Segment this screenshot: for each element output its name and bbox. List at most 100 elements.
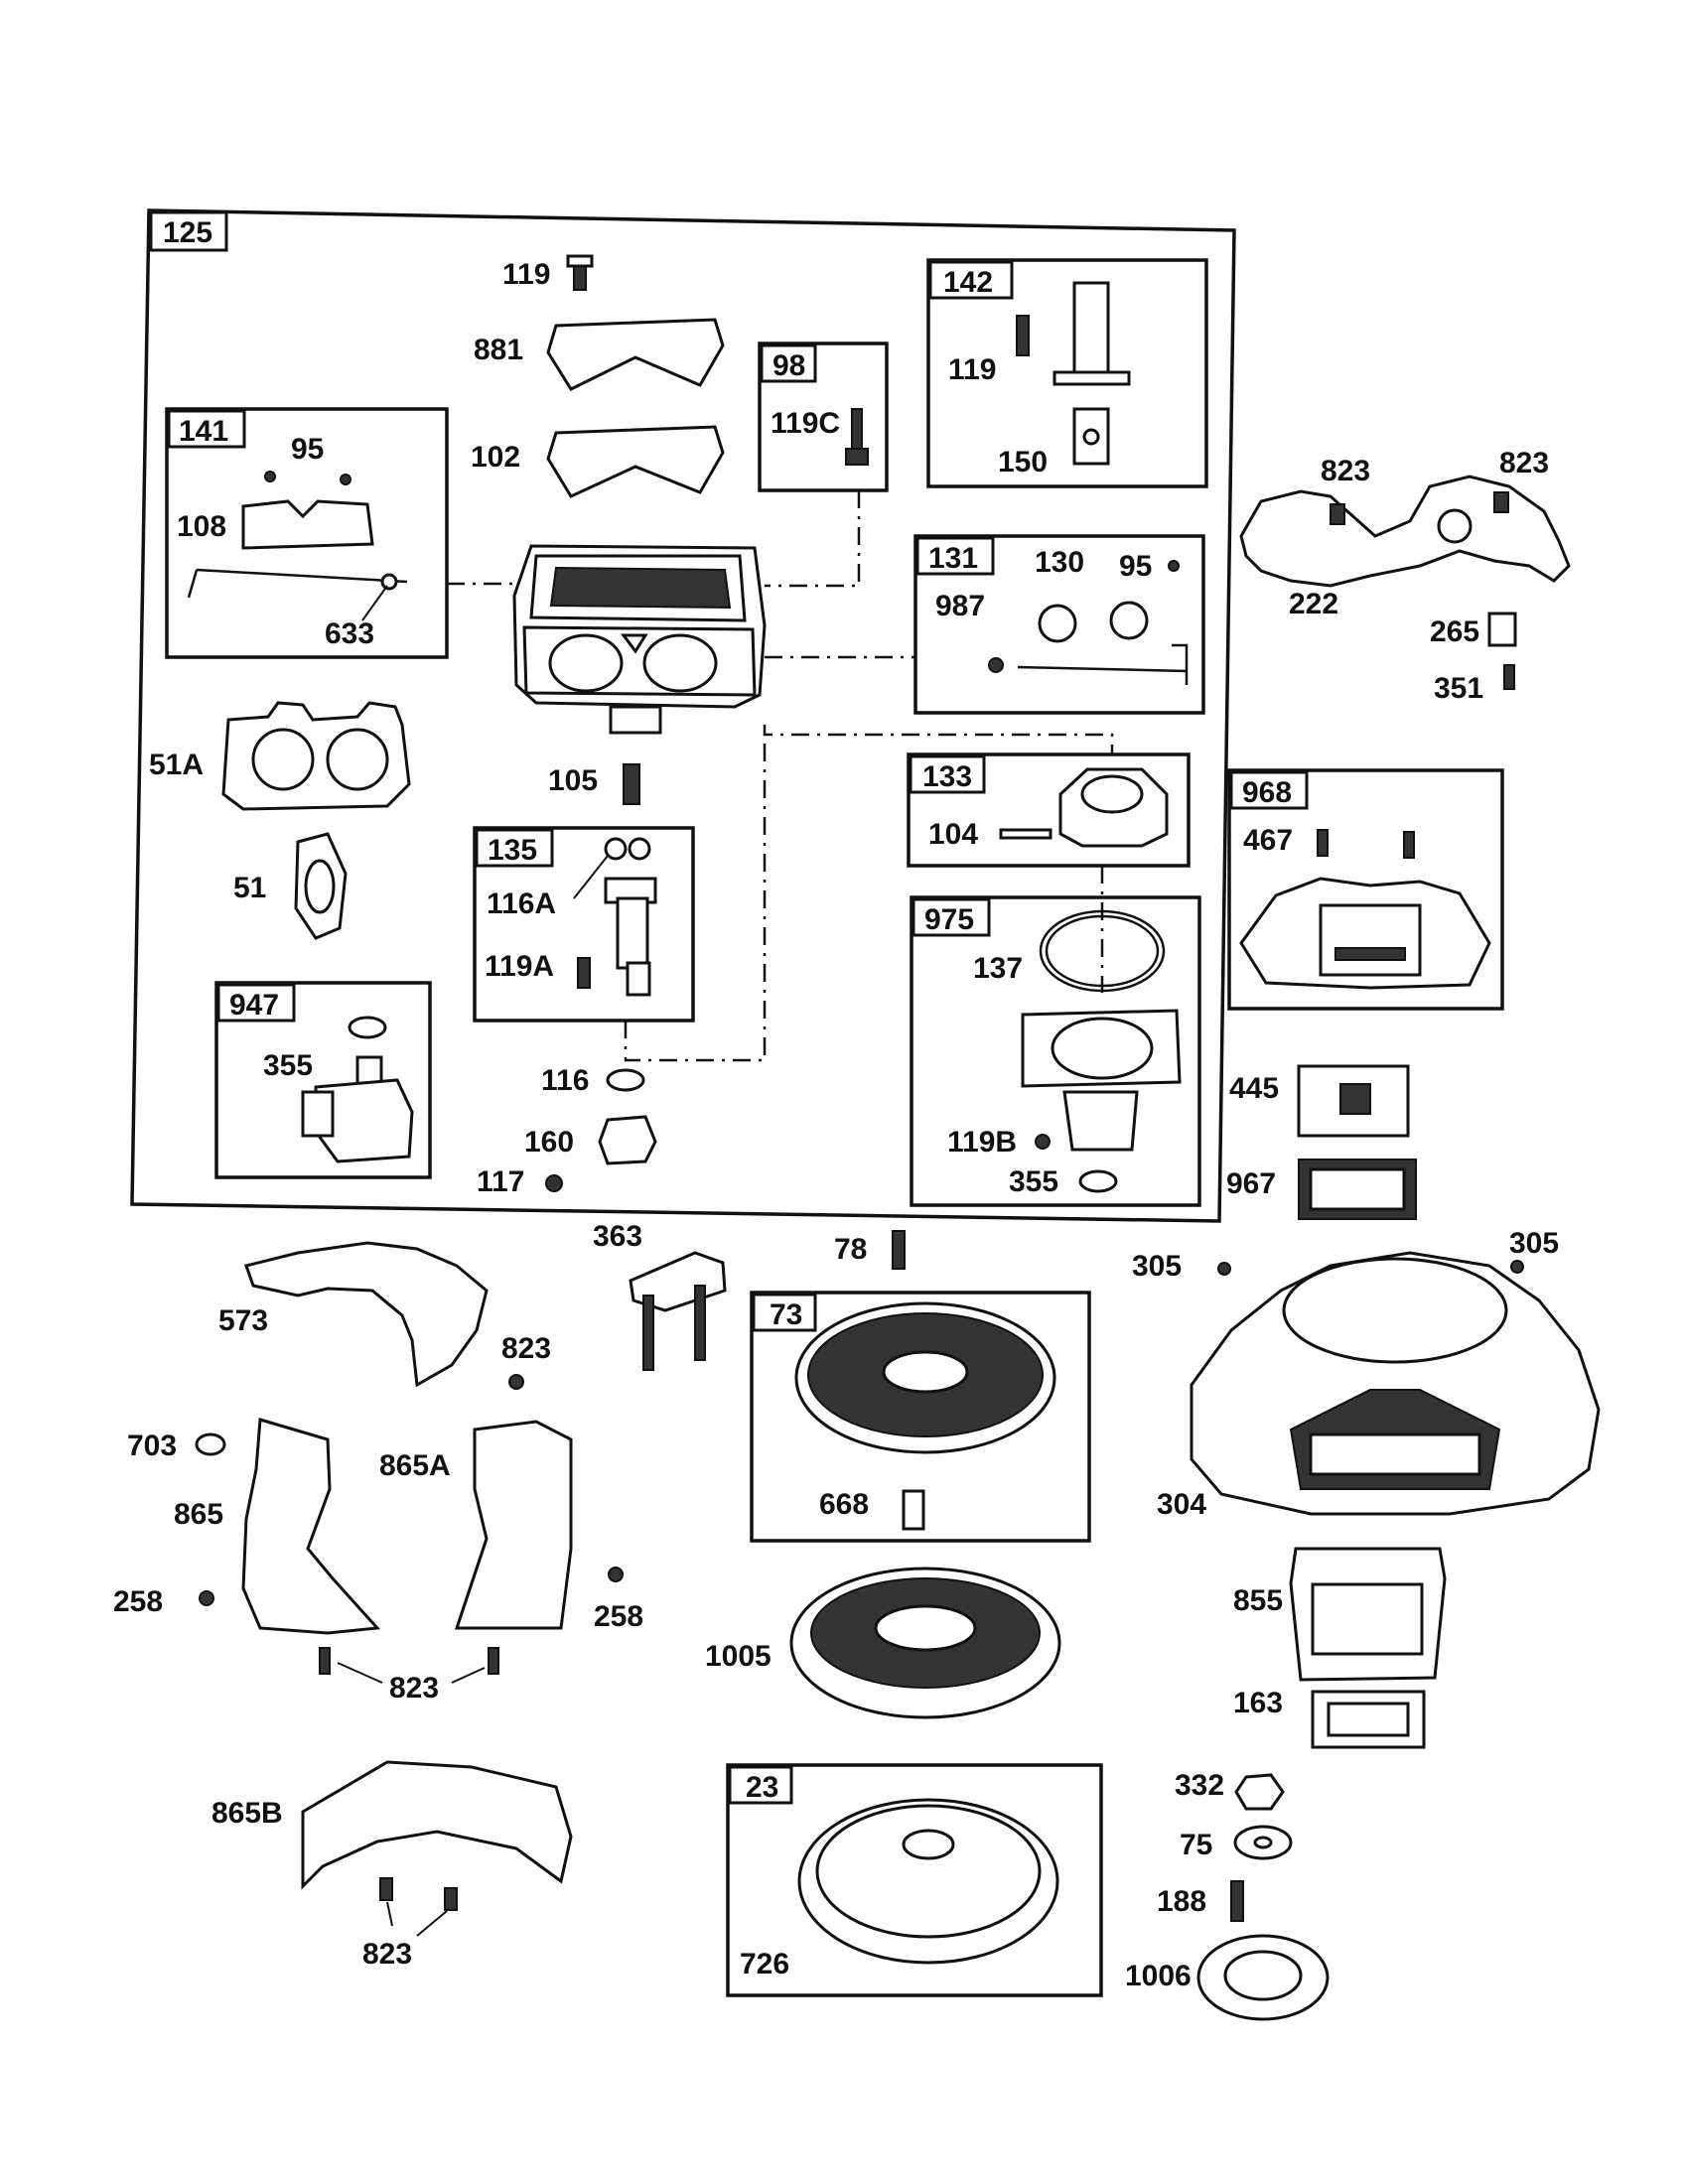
gasket-51A [221,701,411,811]
label-116: 116 [541,1064,589,1097]
nut-332 [1234,1773,1285,1811]
label-78: 78 [834,1233,867,1266]
group-73: 73 668 [750,1291,1091,1543]
decal-967 [1298,1159,1417,1220]
label-881: 881 [474,334,523,366]
group-label-142: 142 [943,266,993,299]
needle-105 [623,763,640,805]
bracket-222 [1239,475,1571,588]
label-150: 150 [998,446,1048,478]
label-95-141: 95 [291,433,324,466]
label-119C: 119C [771,407,840,440]
label-1005: 1005 [705,1640,772,1673]
cup-1006 [1196,1934,1330,2021]
group-label-133: 133 [922,760,972,793]
fan-1005 [789,1567,1061,1719]
label-355-975: 355 [1009,1165,1058,1198]
gasket-881 [546,318,725,391]
label-222: 222 [1289,588,1338,620]
label-823-b: 823 [1499,447,1549,479]
label-823-d: 823 [389,1672,439,1705]
label-668: 668 [819,1488,869,1521]
group-label-947: 947 [229,989,279,1022]
shield-865 [241,1418,381,1635]
label-105: 105 [548,764,598,797]
label-445: 445 [1229,1072,1279,1105]
label-865: 865 [174,1498,223,1531]
part-265 [1487,612,1517,647]
group-947: 947 355 [214,981,432,1179]
label-1006: 1006 [1125,1960,1192,1992]
label-467: 467 [1243,824,1293,857]
label-163: 163 [1233,1687,1283,1719]
filter-445 [1297,1064,1410,1138]
label-258-a: 258 [113,1585,163,1618]
part-855 [1289,1547,1447,1682]
group-label-73: 73 [770,1298,802,1331]
label-363: 363 [593,1220,642,1253]
label-119A: 119A [485,950,554,983]
label-108: 108 [177,510,226,543]
label-305-b: 305 [1509,1227,1559,1260]
label-130: 130 [1035,546,1084,579]
group-label-968: 968 [1242,776,1292,809]
shield-865B [301,1760,573,1890]
group-label-975: 975 [924,903,974,936]
bolt-188 [1230,1880,1244,1922]
group-label-141: 141 [179,415,228,448]
washer-116 [606,1068,645,1092]
screw-351 [1503,664,1515,690]
group-142: 142 119 150 [926,258,1208,488]
label-823-a: 823 [1321,455,1370,487]
label-351: 351 [1434,672,1483,705]
label-117: 117 [477,1165,524,1198]
label-104: 104 [928,818,978,851]
screw-119 [566,254,594,291]
shield-865A [454,1420,573,1630]
group-135: 135 116A 119A [473,826,695,1023]
group-131: 131 130 95 987 [913,534,1205,715]
label-823-e: 823 [362,1938,412,1971]
label-332: 332 [1175,1769,1224,1802]
label-160: 160 [524,1126,574,1159]
group-23: 23 726 [726,1763,1103,1997]
label-137: 137 [973,952,1023,985]
label-119-142: 119 [948,353,996,386]
group-label-98: 98 [772,349,805,382]
nut-160 [598,1115,657,1165]
label-188: 188 [1157,1885,1206,1918]
label-823-c: 823 [501,1332,551,1365]
bolt-78 [892,1230,906,1270]
shield-573 [244,1241,489,1388]
bracket-363 [629,1251,727,1371]
group-125: 125 [130,208,1236,1223]
label-95-131: 95 [1119,550,1152,583]
gasket-51 [294,832,348,940]
clip-703 [195,1433,226,1456]
group-968: 968 467 [1227,768,1504,1011]
label-102: 102 [471,441,520,474]
group-98: 98 119C [758,341,889,492]
group-975: 975 137 119B 355 [910,895,1201,1207]
group-label-135: 135 [488,834,537,867]
label-987: 987 [935,590,985,622]
label-51: 51 [233,872,266,904]
label-119B: 119B [947,1126,1017,1159]
label-305-a: 305 [1132,1250,1182,1283]
housing-304 [1190,1251,1601,1516]
label-51A: 51A [149,749,204,781]
label-119: 119 [502,258,550,291]
label-304: 304 [1157,1488,1206,1521]
label-355-947: 355 [263,1049,313,1082]
group-133: 133 104 [907,752,1191,868]
label-726: 726 [740,1948,789,1980]
label-258-b: 258 [594,1600,643,1633]
label-116A: 116A [487,887,556,920]
label-855: 855 [1233,1584,1283,1617]
label-865A: 865A [379,1449,451,1482]
screw-117 [545,1174,563,1192]
group-label-23: 23 [746,1771,778,1804]
label-865B: 865B [211,1797,283,1830]
gasket-163 [1311,1690,1426,1749]
